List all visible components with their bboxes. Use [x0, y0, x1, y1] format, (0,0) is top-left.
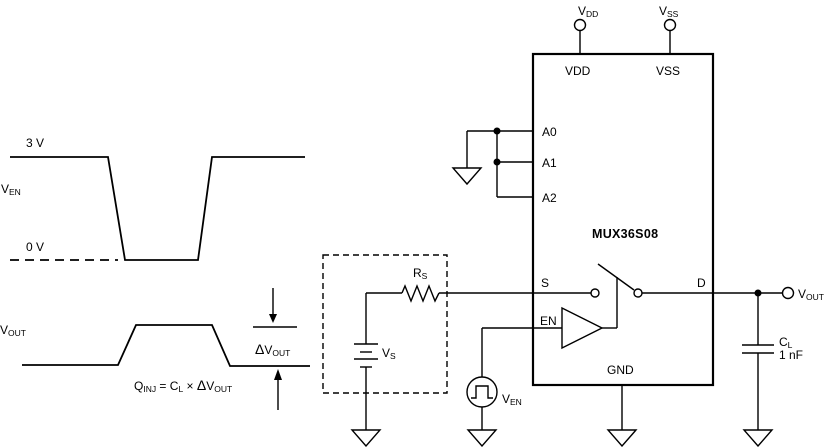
switch-blade	[597, 263, 635, 291]
vs-label: VS	[382, 346, 396, 361]
ven-high-level-label: 3 V	[26, 136, 44, 150]
ven-waveform-label: VEN	[1, 182, 21, 197]
delta-vout-annotation: ΔVOUT	[253, 288, 297, 410]
ven-low-level-label: 0 V	[26, 240, 44, 254]
source-dashed-box	[322, 254, 448, 394]
pin-label-gnd: GND	[607, 363, 634, 377]
chip-ground-icon	[606, 429, 638, 447]
mux-chip: MUX36S08 VDD VSS A0 A1 A2 S EN D GND	[531, 52, 715, 447]
address-pin-network	[451, 127, 533, 198]
chip-name: MUX36S08	[592, 227, 658, 241]
ven-source-circle	[466, 376, 498, 408]
vss-terminal-label: VSS	[659, 4, 679, 19]
cl-value-label: 1 nF	[779, 348, 803, 362]
pin-label-a1: A1	[542, 156, 557, 170]
charge-injection-formula: QINJ = CL × ΔVOUT	[134, 377, 232, 394]
supply-terminals: VDD VSS	[573, 4, 679, 54]
enable-buffer	[533, 306, 617, 350]
a1-junction-dot	[493, 158, 501, 166]
rs-label: RS	[413, 266, 428, 281]
ven-waveform-trace	[10, 156, 305, 261]
vs-ground-icon	[350, 429, 382, 447]
up-arrow-icon	[274, 369, 282, 380]
address-ground-icon	[451, 167, 483, 186]
cl-ground-icon	[742, 429, 774, 447]
source-box: RS VS	[322, 254, 448, 447]
vdd-terminal-circle	[573, 18, 587, 32]
vout-waveform-trace	[22, 324, 310, 367]
pin-label-d: D	[697, 276, 706, 290]
pin-label-a0: A0	[542, 125, 557, 139]
pin-label-s: S	[541, 276, 549, 290]
vss-terminal-circle	[663, 18, 677, 32]
analog-switch	[533, 263, 713, 328]
vout-waveform-label: VOUT	[0, 323, 26, 338]
buffer-triangle-icon	[561, 306, 604, 350]
vout-terminal-circle	[781, 286, 795, 300]
cl-label: CL	[779, 335, 793, 350]
ven-source-label: VEN	[502, 392, 522, 407]
output-network: VOUT CL 1 nF	[713, 286, 824, 447]
ven-pulse-source: VEN	[466, 327, 533, 447]
pulse-icon	[471, 385, 493, 399]
vdd-terminal-label: VDD	[578, 4, 598, 19]
pin-label-a2: A2	[542, 191, 557, 205]
pin-label-en: EN	[540, 314, 557, 328]
cl-capacitor-icon	[742, 344, 774, 354]
chip-outline	[531, 52, 715, 387]
vout-terminal-label: VOUT	[798, 287, 824, 302]
switch-contact-left	[590, 288, 600, 298]
down-arrow-icon	[269, 314, 277, 323]
pin-label-vss: VSS	[656, 64, 680, 78]
pin-label-vdd: VDD	[565, 64, 591, 78]
delta-vout-label: ΔVOUT	[255, 341, 290, 358]
ven-waveform: 3 V VEN 0 V	[1, 136, 305, 261]
ven-ground-icon	[466, 429, 498, 447]
rs-resistor	[401, 284, 440, 303]
vout-waveform: VOUT	[0, 323, 310, 367]
vs-battery-icon	[354, 343, 378, 368]
switch-contact-right	[633, 288, 643, 298]
